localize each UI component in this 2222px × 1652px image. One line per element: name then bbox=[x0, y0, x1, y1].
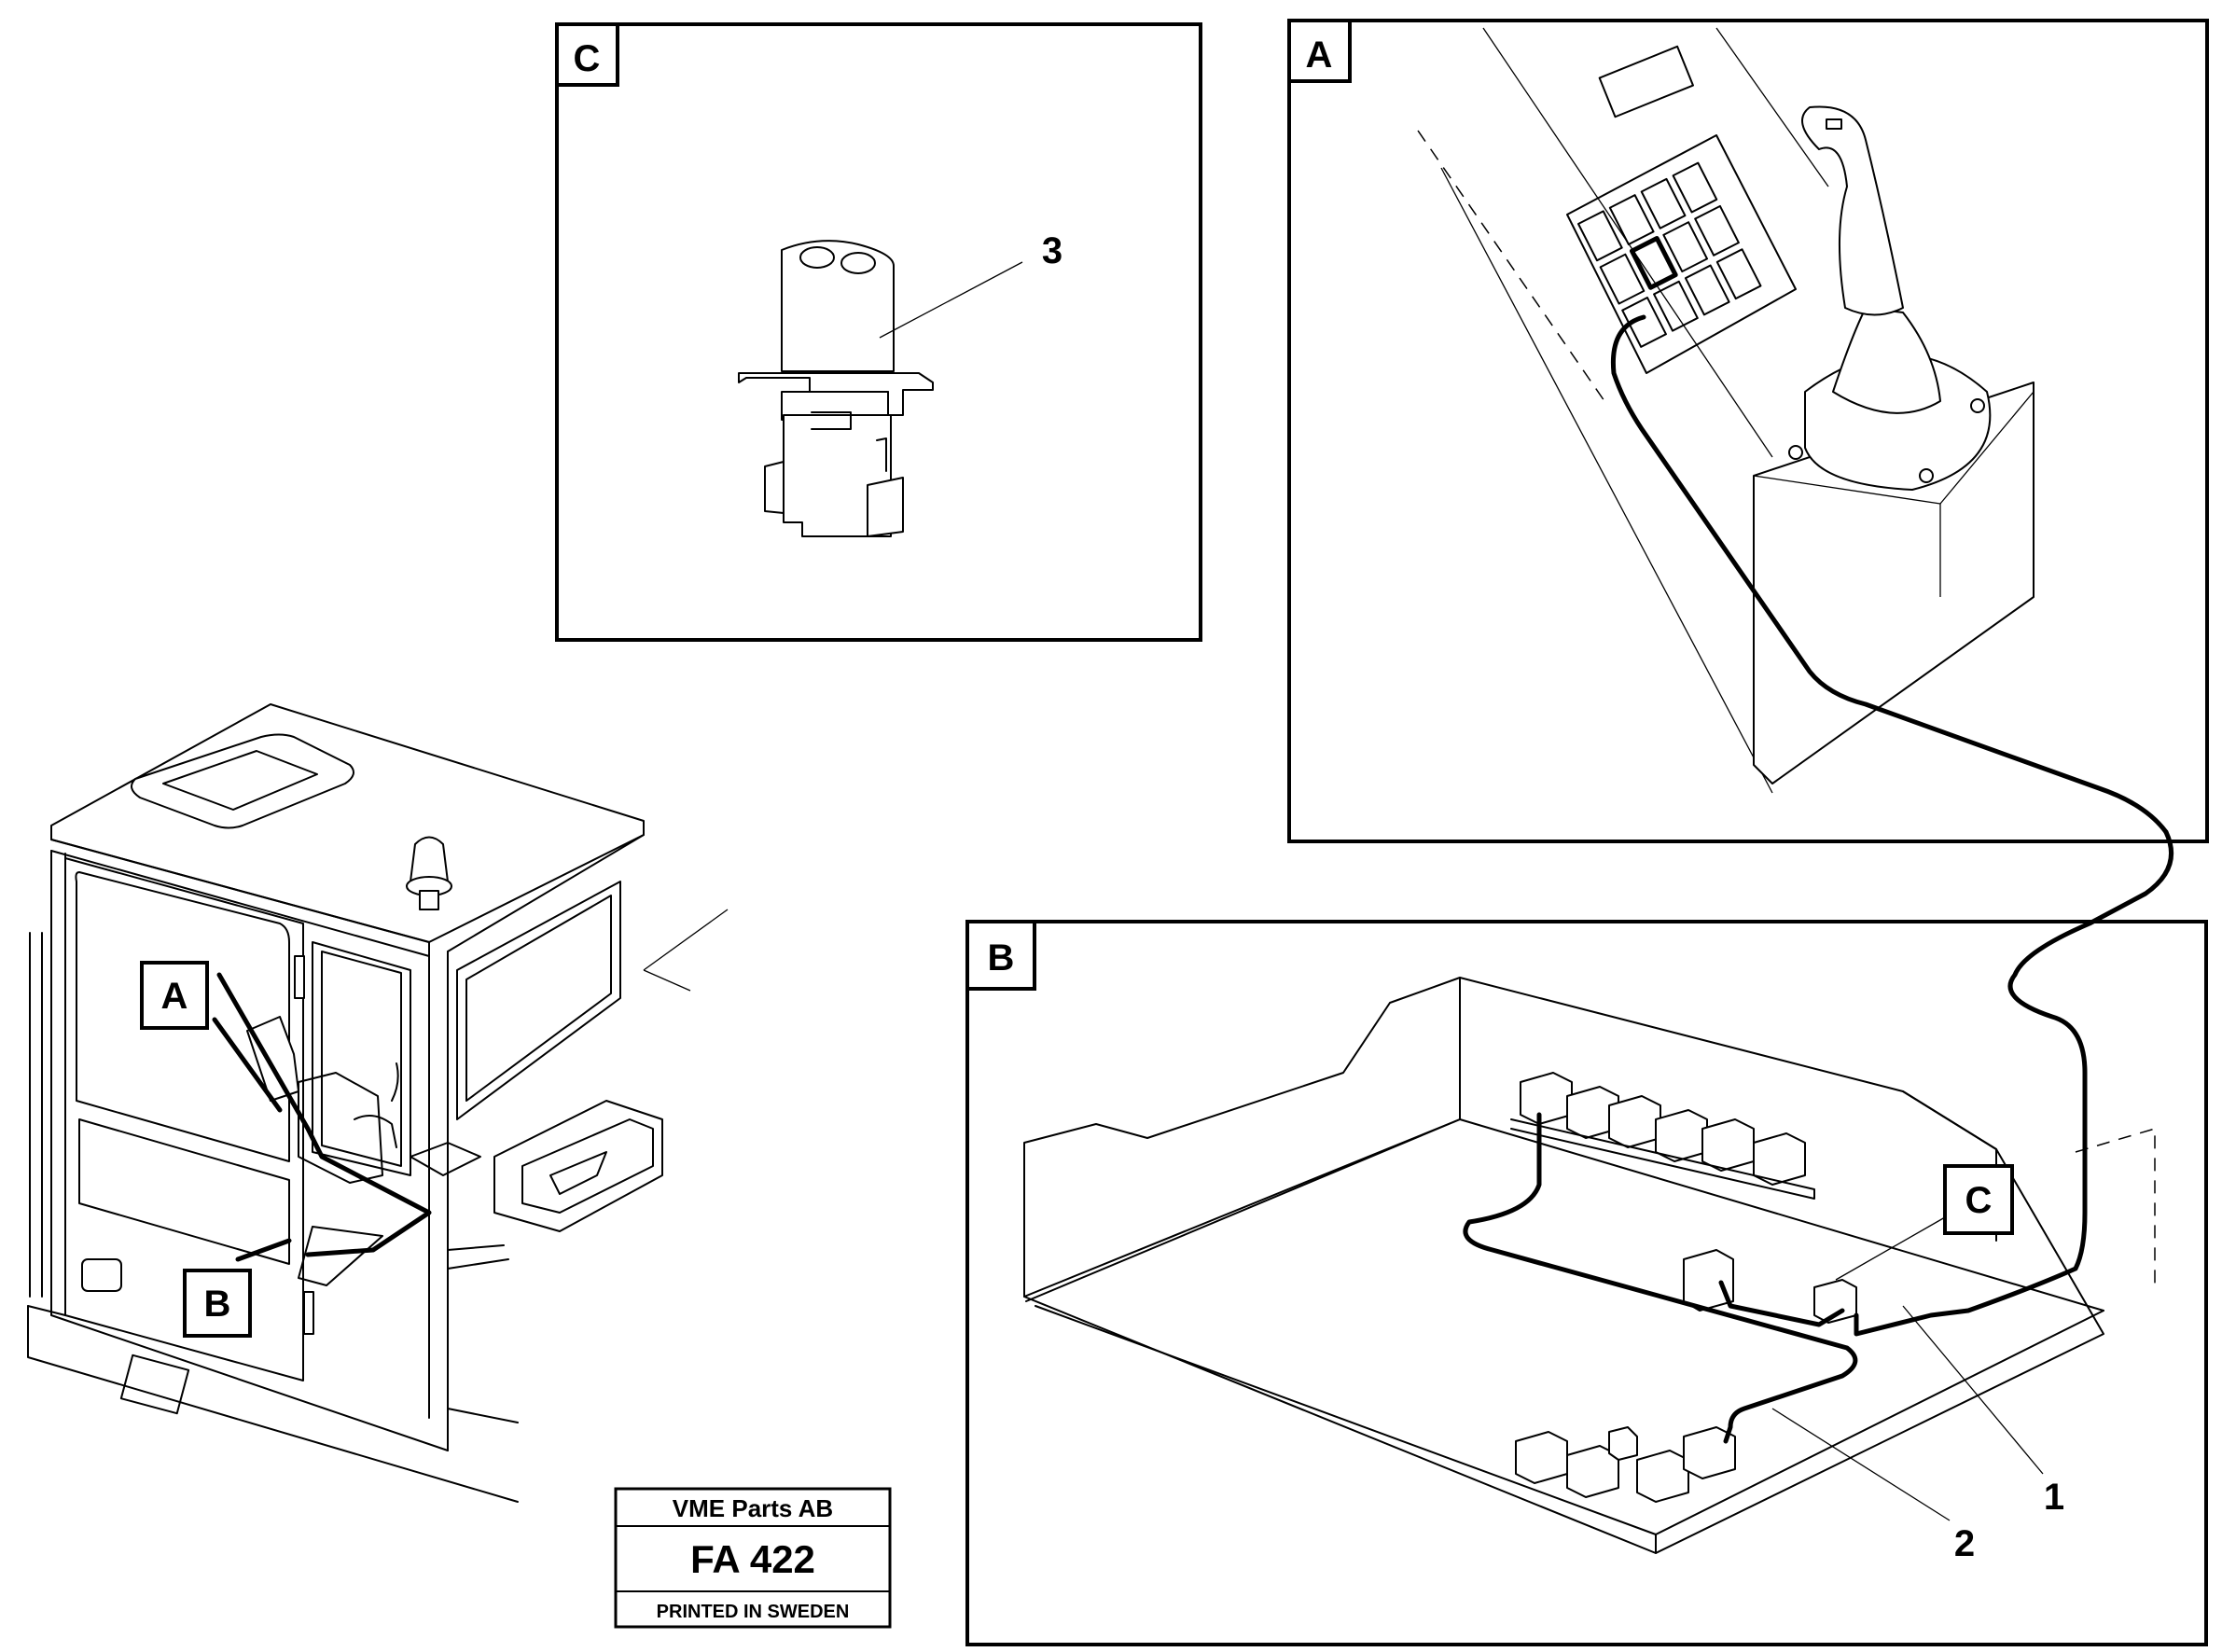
harness-main bbox=[1610, 314, 2169, 835]
cab-callout-a: A bbox=[161, 976, 188, 1017]
lower-relays bbox=[1515, 1426, 1736, 1503]
relay-row bbox=[1510, 1072, 1815, 1200]
title-block: VME Parts AB FA 422 PRINTED IN SWEDEN bbox=[614, 1487, 892, 1629]
title-block-printed: PRINTED IN SWEDEN bbox=[657, 1602, 850, 1622]
callout-3: 3 bbox=[1042, 230, 1062, 271]
panel-a-tag bbox=[1287, 19, 1352, 83]
cab-callout-a-box bbox=[140, 961, 209, 1030]
panel-c-tag bbox=[555, 22, 619, 87]
beacon-light bbox=[406, 836, 452, 910]
panel-c-frame bbox=[555, 22, 1202, 642]
connector-part-3 bbox=[738, 240, 934, 537]
panel-a-label: A bbox=[1306, 35, 1333, 76]
panel-b-label: B bbox=[988, 937, 1015, 979]
cab-callout-b-box bbox=[183, 1269, 252, 1338]
panel-a-frame bbox=[1287, 19, 2209, 843]
cab-overview: A B bbox=[27, 703, 729, 1503]
harness-link bbox=[1718, 1280, 1845, 1327]
panel-b-tag bbox=[965, 920, 1036, 991]
cab-leader-b bbox=[235, 1238, 292, 1262]
floor-plate-drawing bbox=[1023, 829, 2174, 1554]
switch-panel bbox=[1566, 134, 1797, 374]
title-block-company: VME Parts AB bbox=[673, 1494, 833, 1522]
leader-1 bbox=[1902, 1305, 2044, 1475]
panel-c: C 3 bbox=[555, 22, 1202, 642]
callout-2: 2 bbox=[1954, 1523, 1975, 1564]
panel-a: A bbox=[1287, 19, 2209, 843]
leader-3 bbox=[879, 261, 1023, 339]
joystick bbox=[1753, 105, 2035, 784]
console-drawing bbox=[1417, 27, 2035, 794]
floor-callout-c: C bbox=[1965, 1180, 1993, 1221]
title-block-code: FA 422 bbox=[690, 1537, 815, 1581]
panel-c-label: C bbox=[574, 38, 601, 79]
harness-1 bbox=[1854, 829, 2174, 1337]
leader-2 bbox=[1771, 1408, 1951, 1521]
panel-b: B bbox=[965, 829, 2208, 1646]
cab-leader-a bbox=[212, 1017, 283, 1113]
harness-2 bbox=[1463, 1112, 1858, 1444]
middle-connector bbox=[1683, 1249, 1734, 1312]
floor-callout-c-box bbox=[1943, 1164, 2014, 1235]
callout-1: 1 bbox=[2044, 1477, 2064, 1518]
cab-callout-b: B bbox=[204, 1284, 231, 1325]
leader-c bbox=[1835, 1216, 1946, 1281]
panel-b-frame bbox=[965, 920, 2208, 1646]
